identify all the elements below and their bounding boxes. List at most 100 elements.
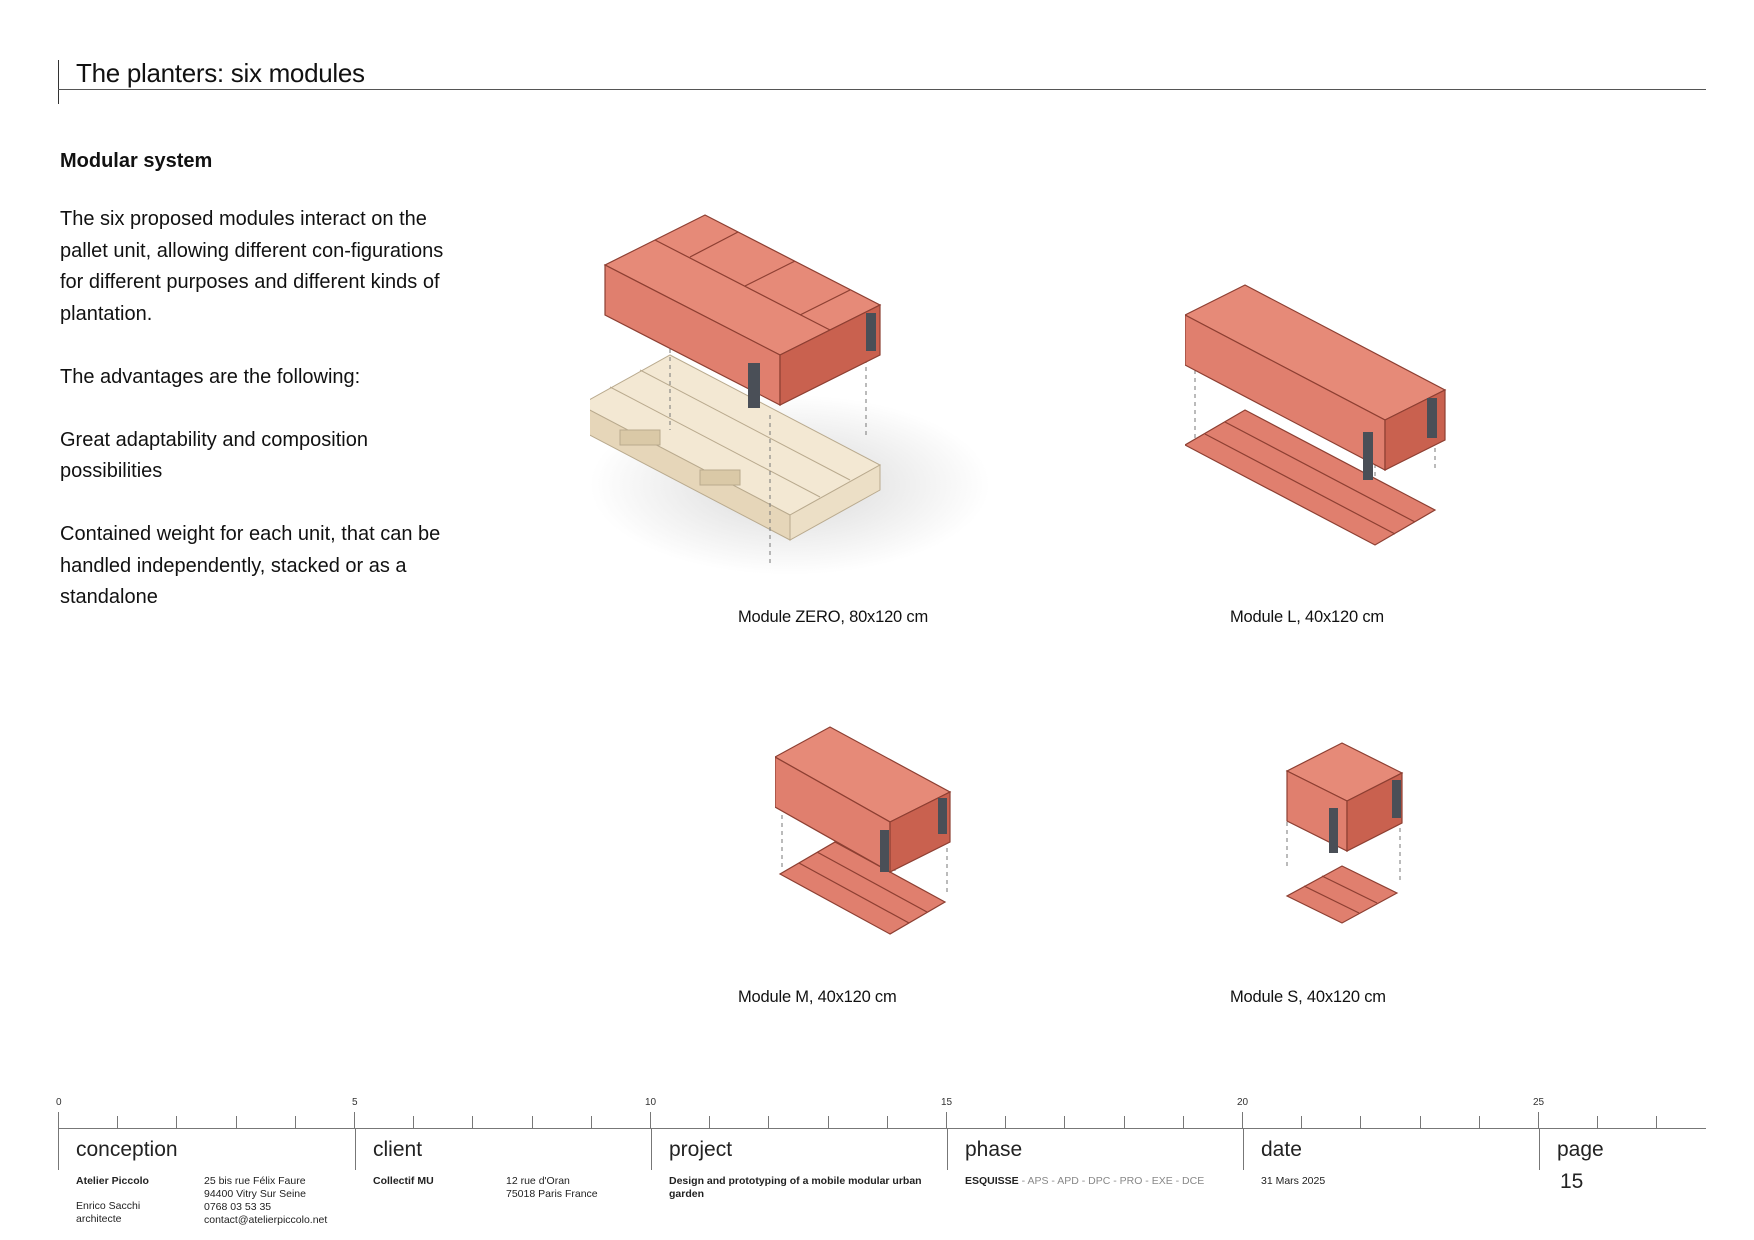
ruler-tick xyxy=(531,1116,533,1128)
ruler-tick xyxy=(235,1116,237,1128)
ruler-tick xyxy=(1419,1116,1421,1128)
footer-label-page: page xyxy=(1557,1138,1604,1161)
ruler-tick xyxy=(709,1116,711,1128)
footer-divider xyxy=(58,1128,59,1170)
footer-label-conception: conception xyxy=(76,1138,178,1161)
conception-person-name: Enrico Sacchi xyxy=(76,1200,141,1212)
module-caption-s: Module S, 40x120 cm xyxy=(1230,988,1386,1006)
intro-paragraph: Great adaptability and composition possi… xyxy=(60,428,368,483)
client-address: 12 rue d'Oran 75018 Paris France xyxy=(506,1175,598,1201)
module-caption-l: Module L, 40x120 cm xyxy=(1230,608,1384,626)
intro-body: The six proposed modules interact on the… xyxy=(60,204,460,645)
module-caption-zero: Module ZERO, 80x120 cm xyxy=(738,608,929,626)
title-rule xyxy=(58,89,1706,90)
ruler-line xyxy=(58,1128,1706,1129)
footer-divider xyxy=(947,1128,948,1170)
conception-email: contact@atelierpiccolo.net xyxy=(204,1214,328,1226)
bracket xyxy=(938,798,947,834)
conception-address-line: 94400 Vitry Sur Seine xyxy=(204,1188,306,1200)
bracket xyxy=(866,313,876,351)
conception-name: Atelier Piccolo xyxy=(76,1175,149,1187)
project-line: Design and prototyping of a mobile modul… xyxy=(669,1175,922,1187)
base-slats xyxy=(1285,865,1399,924)
ruler-tick xyxy=(886,1116,888,1128)
ruler-tick xyxy=(827,1116,829,1128)
ruler-number: 0 xyxy=(56,1097,62,1108)
page-number: 15 xyxy=(1560,1170,1584,1193)
phase-current: ESQUISSE xyxy=(965,1175,1019,1187)
intro-paragraph: The six proposed modules interact on the… xyxy=(60,208,444,325)
conception-info: Atelier Piccolo xyxy=(76,1175,149,1188)
client-name: Collectif MU xyxy=(373,1175,434,1187)
base-slats xyxy=(778,841,947,935)
ruler-tick xyxy=(1360,1116,1362,1128)
client-info: Collectif MU xyxy=(373,1175,434,1188)
client-address-line: 12 rue d'Oran xyxy=(506,1175,570,1187)
section-heading: Modular system xyxy=(60,150,213,172)
phase-rest: - APS - APD - DPC - PRO - EXE - DCE xyxy=(1018,1175,1205,1187)
footer-divider xyxy=(1243,1128,1244,1170)
ruler-tick xyxy=(294,1116,296,1128)
footer-divider xyxy=(355,1128,356,1170)
ruler-tick xyxy=(117,1116,119,1128)
bracket xyxy=(1392,780,1401,818)
footer-label-date: date xyxy=(1261,1138,1302,1161)
phase-list: ESQUISSE - APS - APD - DPC - PRO - EXE -… xyxy=(965,1175,1204,1188)
intro-paragraph: Contained weight for each unit, that can… xyxy=(60,523,441,608)
page-title: The planters: six modules xyxy=(76,58,365,88)
conception-person-role: architecte xyxy=(76,1213,122,1225)
ruler-number: 5 xyxy=(352,1097,358,1108)
ruler-number: 15 xyxy=(941,1097,953,1108)
module-s-illustration xyxy=(1285,742,1404,924)
project-description: Design and prototyping of a mobile modul… xyxy=(669,1175,939,1201)
conception-address: 25 bis rue Félix Faure 94400 Vitry Sur S… xyxy=(204,1175,327,1227)
footer-divider xyxy=(1539,1128,1540,1170)
ruler-tick xyxy=(650,1112,651,1128)
bracket xyxy=(1329,808,1338,853)
ruler-tick xyxy=(1182,1116,1184,1128)
conception-address-line: 25 bis rue Félix Faure xyxy=(204,1175,306,1187)
bracket xyxy=(1363,432,1373,480)
module-zero-illustration xyxy=(590,214,990,575)
ruler-tick xyxy=(768,1116,770,1128)
ruler-tick xyxy=(354,1112,355,1128)
footer-label-project: project xyxy=(669,1138,733,1161)
ruler-tick xyxy=(1478,1116,1480,1128)
planter-box xyxy=(1185,284,1447,471)
ruler-tick xyxy=(1597,1116,1599,1128)
ruler-number: 20 xyxy=(1237,1097,1249,1108)
client-address-line: 75018 Paris France xyxy=(506,1188,598,1200)
ruler-tick xyxy=(1123,1116,1125,1128)
ruler-tick xyxy=(590,1116,592,1128)
ruler-tick xyxy=(1538,1112,1539,1128)
footer-label-phase: phase xyxy=(965,1138,1023,1161)
ruler-tick xyxy=(176,1116,178,1128)
intro-paragraph: The advantages are the following: xyxy=(60,365,361,388)
ruler-number: 10 xyxy=(645,1097,657,1108)
ruler-number: 25 xyxy=(1533,1097,1545,1108)
ruler-tick xyxy=(1064,1116,1066,1128)
bracket xyxy=(748,363,760,408)
bracket xyxy=(880,830,889,872)
module-caption-m: Module M, 40x120 cm xyxy=(738,988,897,1006)
ruler-tick xyxy=(1242,1112,1243,1128)
planter-box xyxy=(775,726,952,874)
planter-box xyxy=(1285,742,1404,852)
ruler-tick xyxy=(1656,1116,1658,1128)
conception-phone: 0768 03 53 35 xyxy=(204,1201,272,1213)
footer-label-client: client xyxy=(373,1138,423,1161)
ruler-tick xyxy=(58,1112,59,1128)
ruler-tick xyxy=(413,1116,415,1128)
title-marker xyxy=(58,60,59,104)
footer-divider xyxy=(651,1128,652,1170)
ruler-tick xyxy=(1005,1116,1007,1128)
module-m-illustration xyxy=(775,726,952,935)
pallet xyxy=(590,354,882,541)
ruler-tick xyxy=(946,1112,947,1128)
project-line: garden xyxy=(669,1188,705,1200)
date-value: 31 Mars 2025 xyxy=(1261,1175,1326,1187)
module-l-illustration xyxy=(1185,284,1447,546)
ruler-tick xyxy=(472,1116,474,1128)
planter-box xyxy=(603,214,882,406)
conception-person: Enrico Sacchi architecte xyxy=(76,1200,140,1226)
